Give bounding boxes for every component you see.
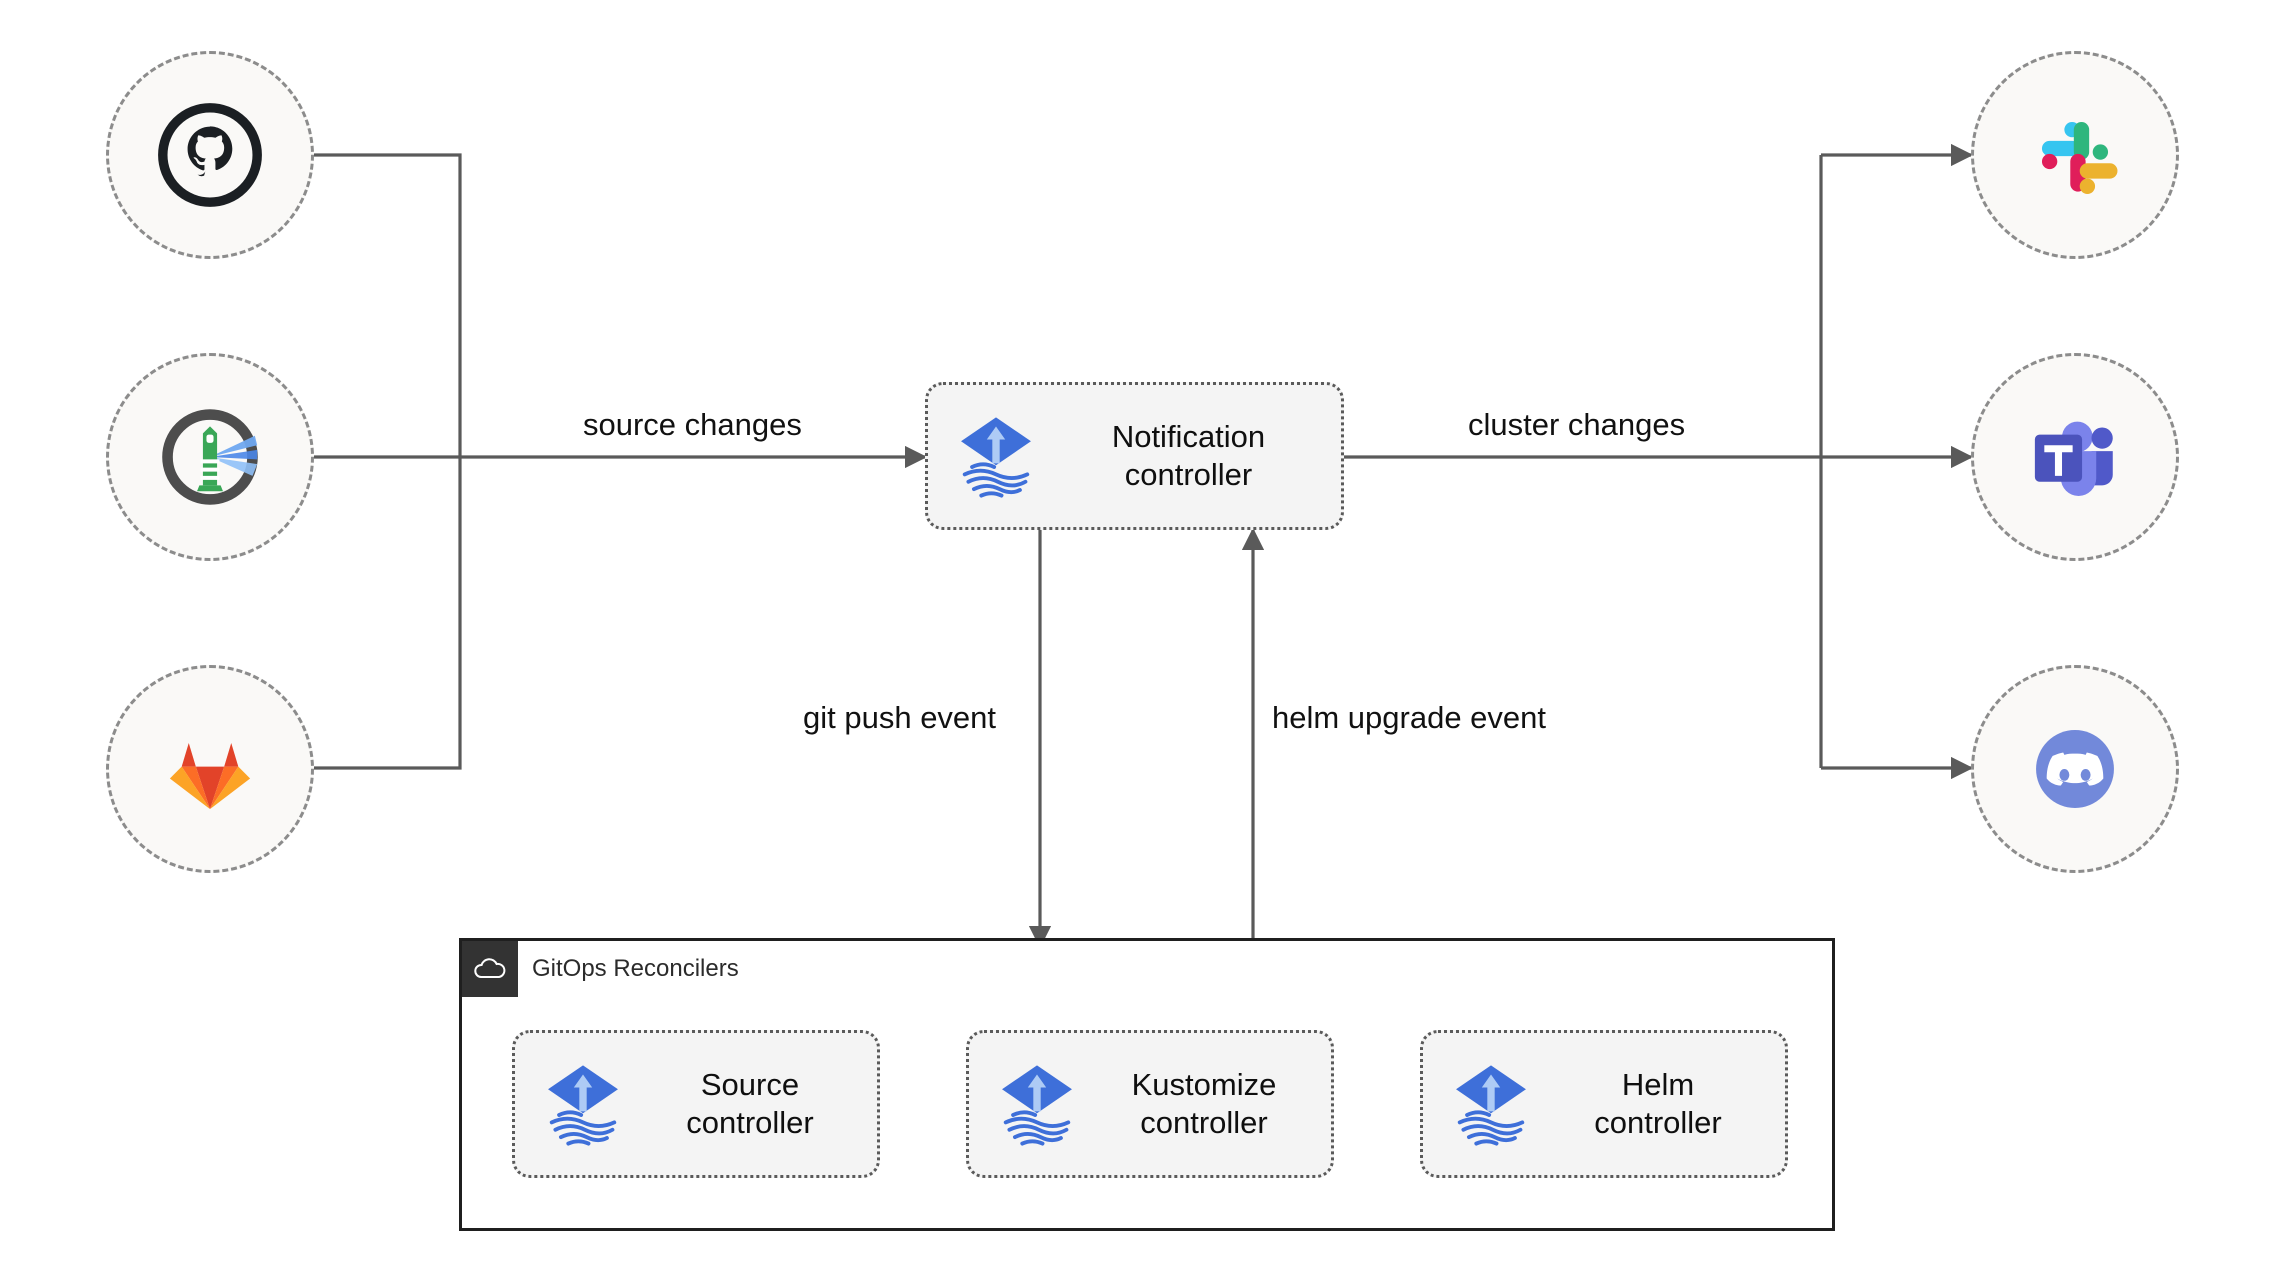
edge-label-source-changes: source changes <box>583 407 802 442</box>
source-node-gitlab[interactable] <box>106 665 314 873</box>
source-node-flux[interactable] <box>106 353 314 561</box>
edge-label-cluster-changes: cluster changes <box>1468 407 1686 442</box>
flux-logo-icon <box>961 417 1031 498</box>
source-node-github[interactable] <box>106 51 314 259</box>
node-helm-controller[interactable]: Helm controller <box>1420 1030 1788 1178</box>
target-node-teams[interactable] <box>1971 353 2179 561</box>
cloud-icon-tile <box>462 941 518 997</box>
cloud-icon <box>474 958 506 978</box>
node-label-notification-controller: Notification controller <box>1111 419 1266 492</box>
edge-label-git-push-event: git push event <box>803 700 997 735</box>
node-label-kustomize-controller: Kustomize controller <box>1131 1067 1277 1140</box>
target-node-discord[interactable] <box>1971 665 2179 873</box>
github-icon <box>158 103 262 207</box>
edge-github-to-bus <box>314 153 462 457</box>
slack-icon <box>2041 121 2118 194</box>
edge-label-helm-upgrade-event: helm upgrade event <box>1272 700 1547 735</box>
edge-gitlab-to-bus <box>314 457 462 770</box>
discord-icon <box>2036 730 2114 808</box>
gitlab-icon <box>169 743 251 810</box>
flux-logo-icon <box>1456 1065 1526 1146</box>
ms-teams-icon <box>2034 421 2113 496</box>
node-label-source-controller: Source controller <box>686 1067 814 1140</box>
group-title: GitOps Reconcilers <box>532 955 739 982</box>
node-label-helm-controller: Helm controller <box>1594 1067 1722 1140</box>
node-notification-controller[interactable]: Notification controller <box>925 382 1344 530</box>
flux-logo-icon <box>1002 1065 1072 1146</box>
group-header: GitOps Reconcilers <box>462 941 739 997</box>
flux-lighthouse-icon <box>162 409 258 505</box>
node-source-controller[interactable]: Source controller <box>512 1030 880 1178</box>
flux-logo-icon <box>548 1065 618 1146</box>
node-kustomize-controller[interactable]: Kustomize controller <box>966 1030 1334 1178</box>
target-node-slack[interactable] <box>1971 51 2179 259</box>
